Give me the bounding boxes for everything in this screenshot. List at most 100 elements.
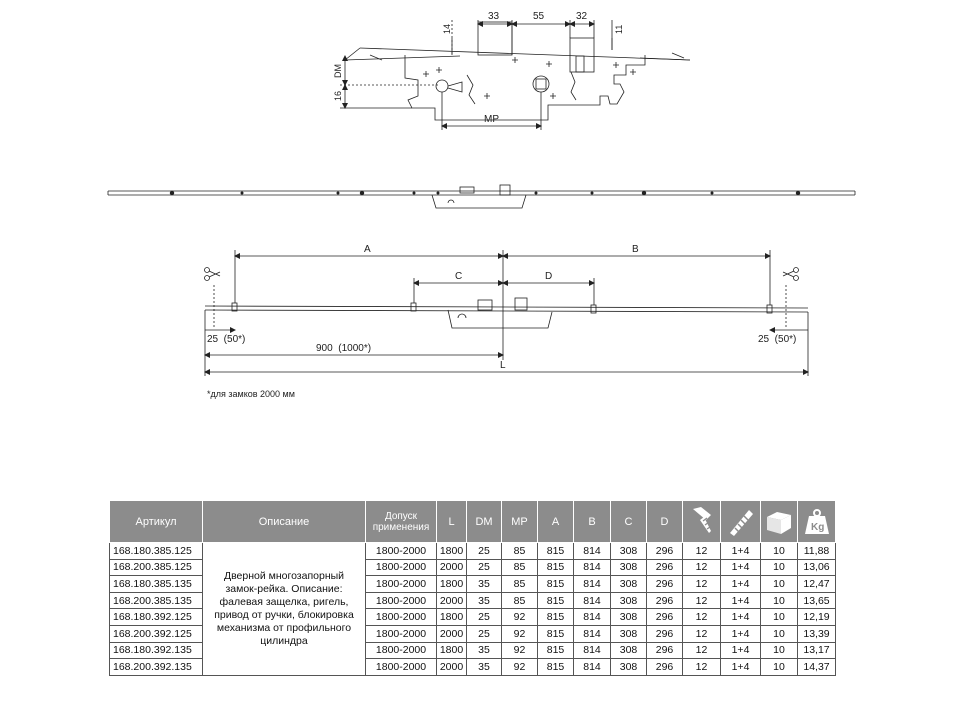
cell-weight: 12,19 (797, 608, 836, 626)
cell-d: 296 (646, 641, 683, 660)
dim-d: D (545, 271, 552, 282)
cell-l: 1800 (436, 542, 467, 560)
cell-ties: 1+4 (720, 608, 761, 626)
cell-pack: 10 (760, 658, 798, 676)
cell-c: 308 (610, 542, 647, 560)
rail-fittings (169, 190, 801, 196)
cell-weight: 12,47 (797, 575, 836, 593)
header-a: A (537, 500, 574, 543)
cell-c: 308 (610, 641, 647, 660)
cell-l: 2000 (436, 558, 467, 577)
cell-c: 308 (610, 558, 647, 577)
lock-detail-drawing (340, 20, 691, 130)
cell-weight: 11,88 (797, 542, 836, 560)
cell-l: 1800 (436, 641, 467, 660)
cell-article: 168.180.392.135 (109, 641, 203, 660)
cell-weight: 13,65 (797, 591, 836, 610)
cell-article: 168.180.385.125 (109, 542, 203, 560)
cell-article: 168.200.392.125 (109, 624, 203, 643)
header-dm: DM (466, 500, 502, 543)
cell-article: 168.180.385.135 (109, 575, 203, 593)
header-tolerance: Допуск применения (365, 500, 437, 543)
cell-b: 814 (573, 591, 611, 610)
cell-dm: 35 (466, 575, 502, 593)
cell-d: 296 (646, 608, 683, 626)
weight-kg-label: Kg (811, 522, 824, 533)
cell-dm: 25 (466, 558, 502, 577)
cell-tolerance: 1800-2000 (365, 558, 437, 577)
dim-mp: MP (484, 114, 499, 125)
header-d: D (646, 500, 683, 543)
cell-mp: 92 (501, 658, 538, 676)
cell-tolerance: 1800-2000 (365, 591, 437, 610)
cell-d: 296 (646, 658, 683, 676)
cell-tolerance: 1800-2000 (365, 624, 437, 643)
cell-ties: 1+4 (720, 624, 761, 643)
cell-d: 296 (646, 575, 683, 593)
cell-dm: 25 (466, 624, 502, 643)
cell-pack: 10 (760, 558, 798, 577)
cell-pack: 10 (760, 591, 798, 610)
header-b: B (573, 500, 611, 543)
cell-ties: 1+4 (720, 575, 761, 593)
cell-a: 815 (537, 608, 574, 626)
header-description: Описание (202, 500, 366, 543)
header-pack (760, 500, 798, 543)
cell-tolerance: 1800-2000 (365, 658, 437, 676)
cell-ties: 1+4 (720, 558, 761, 577)
cell-tolerance: 1800-2000 (365, 575, 437, 593)
cell-d: 296 (646, 591, 683, 610)
footnote: *для замков 2000 мм (207, 389, 295, 399)
dim-dm: DM (333, 64, 343, 78)
scissors-icon (782, 267, 799, 281)
cell-pack: 10 (760, 608, 798, 626)
cell-a: 815 (537, 624, 574, 643)
cell-tolerance: 1800-2000 (365, 542, 437, 560)
cell-screws: 12 (682, 658, 721, 676)
cell-l: 2000 (436, 658, 467, 676)
cell-ties: 1+4 (720, 542, 761, 560)
cell-mp: 92 (501, 608, 538, 626)
cell-screws: 12 (682, 624, 721, 643)
cell-d: 296 (646, 624, 683, 643)
cell-dm: 35 (466, 641, 502, 660)
cell-weight: 13,17 (797, 641, 836, 660)
cell-pack: 10 (760, 624, 798, 643)
header-mp: MP (501, 500, 538, 543)
layout-dimension-drawing (204, 250, 809, 376)
cell-c: 308 (610, 624, 647, 643)
cell-c: 308 (610, 658, 647, 676)
scissors-icon (204, 267, 221, 281)
cell-l: 2000 (436, 591, 467, 610)
dim-16: 16 (333, 91, 343, 101)
cell-a: 815 (537, 575, 574, 593)
dim-11: 11 (614, 25, 624, 34)
dim-55: 55 (533, 11, 545, 22)
table-header-row: Артикул Описание Допуск применения L DM … (109, 500, 836, 543)
cell-b: 814 (573, 608, 611, 626)
cell-l: 1800 (436, 608, 467, 626)
cell-pack: 10 (760, 542, 798, 560)
technical-drawing: 14 33 55 32 11 DM 16 MP (107, 11, 856, 376)
cell-c: 308 (610, 575, 647, 593)
dim-center-offset: 900 (1000*) (316, 343, 371, 354)
cell-pack: 10 (760, 641, 798, 660)
dim-b: B (632, 244, 639, 255)
header-weight: Kg (797, 500, 836, 543)
cell-article: 168.200.392.135 (109, 658, 203, 676)
cell-description: Дверной многозапорный замок-рейка. Описа… (202, 542, 366, 676)
cell-screws: 12 (682, 608, 721, 626)
dim-right-offset: 25 (50*) (758, 334, 796, 345)
dim-32: 32 (576, 11, 588, 22)
cell-mp: 85 (501, 542, 538, 560)
cell-c: 308 (610, 608, 647, 626)
cell-tolerance: 1800-2000 (365, 641, 437, 660)
cell-a: 815 (537, 658, 574, 676)
weight-kg-icon: Kg (804, 508, 829, 534)
header-l: L (436, 500, 467, 543)
dim-a: A (364, 244, 371, 255)
cell-b: 814 (573, 658, 611, 676)
cell-article: 168.200.385.125 (109, 558, 203, 577)
